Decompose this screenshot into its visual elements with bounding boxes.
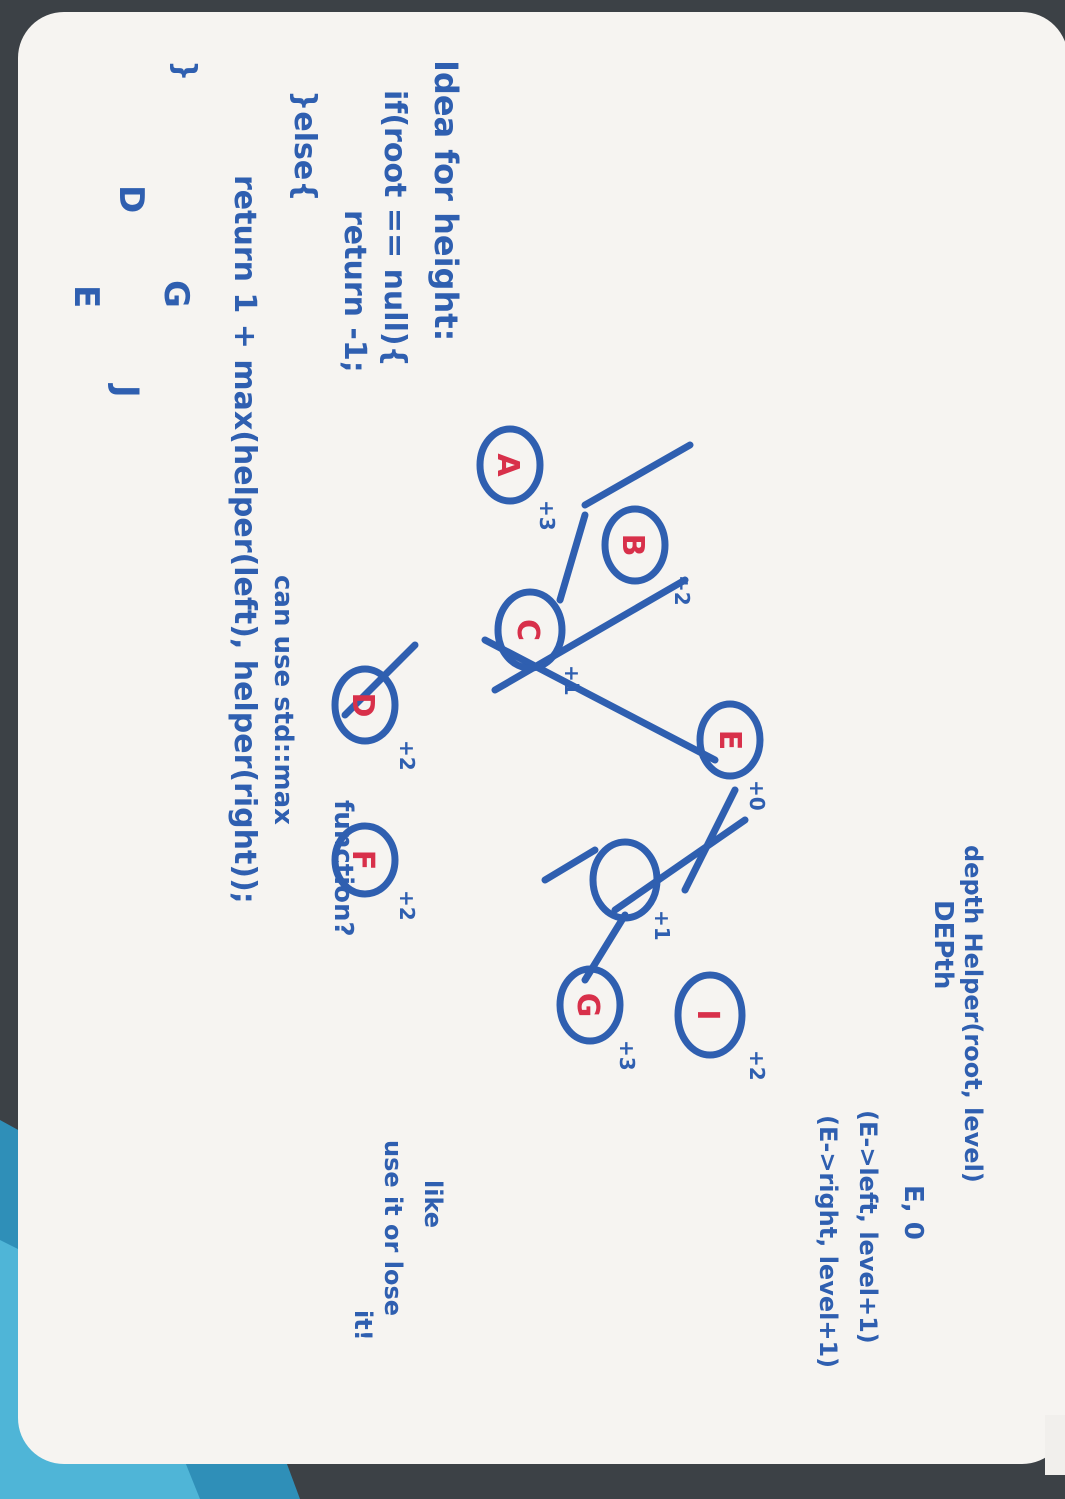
svg-text:B: B	[615, 534, 650, 557]
svg-text:+3: +3	[535, 500, 559, 531]
code-line-5: }	[167, 60, 202, 81]
node-i: I +2	[674, 971, 769, 1081]
svg-text:I: I	[690, 1009, 725, 1020]
idea-heading: Idea for height:	[427, 60, 465, 341]
svg-text:G: G	[570, 993, 605, 1018]
svg-text:E: E	[712, 730, 747, 751]
node-h: +1	[589, 838, 674, 941]
corner-sketch: G D E J	[66, 185, 196, 398]
node-f: F +2	[331, 822, 419, 921]
svg-text:+2: +2	[670, 575, 694, 606]
whiteboard	[18, 12, 1065, 1464]
board-title: DEPth	[928, 900, 958, 989]
edge-c-d	[341, 641, 419, 719]
svg-text:J: J	[106, 383, 146, 398]
svg-text:+2: +2	[395, 740, 419, 771]
svg-text:+0: +0	[745, 780, 769, 811]
like-note-2: use it or lose	[379, 1140, 407, 1316]
svg-text:G: G	[156, 280, 196, 308]
svg-text:+1: +1	[650, 910, 674, 941]
node-e: E +0	[696, 700, 769, 811]
svg-text:+2: +2	[745, 1050, 769, 1081]
svg-text:A: A	[490, 453, 525, 477]
svg-text:D: D	[345, 693, 380, 718]
edge-f-h	[541, 846, 599, 884]
edge-c-e	[481, 636, 719, 764]
tree-nodes: E +0 C +1 +1 B +2 D +2	[331, 425, 769, 1081]
edge-b-a	[581, 441, 694, 509]
node-b: B +2	[601, 505, 694, 606]
svg-text:D: D	[111, 185, 151, 213]
code-line-2: return -1;	[337, 210, 372, 373]
node-g: G +3	[556, 965, 639, 1071]
call-right: (E->right, level+1)	[814, 1115, 842, 1368]
edge-b-c	[491, 576, 689, 694]
svg-text:E: E	[66, 285, 106, 308]
edge-d-f	[611, 816, 749, 914]
code-line-3: }else{	[287, 90, 322, 202]
board-content: DEPth depth Helper(root, level) E, 0 (E-…	[66, 60, 987, 1368]
svg-text:+1: +1	[560, 665, 584, 696]
like-note-3: it!	[349, 1310, 377, 1341]
like-note-1: like	[419, 1180, 447, 1228]
node-c: C +1	[494, 588, 584, 696]
std-max-question-1: can use std::max	[268, 575, 298, 825]
code-line-1: if(root == null){	[377, 90, 412, 367]
node-a: A +3	[476, 425, 559, 531]
function-signature: depth Helper(root, level)	[959, 845, 987, 1183]
node-d: D +2	[331, 665, 419, 771]
svg-text:+2: +2	[395, 890, 419, 921]
std-max-question-2: function?	[328, 800, 358, 937]
call-initial: E, 0	[898, 1185, 928, 1240]
svg-text:C: C	[510, 619, 545, 641]
code-line-4: return 1 + max(helper(left), helper(righ…	[227, 175, 262, 904]
svg-text:F: F	[345, 850, 380, 871]
call-left: (E->left, level+1)	[854, 1110, 882, 1344]
tree-edges	[341, 441, 749, 984]
svg-text:+3: +3	[615, 1040, 639, 1071]
